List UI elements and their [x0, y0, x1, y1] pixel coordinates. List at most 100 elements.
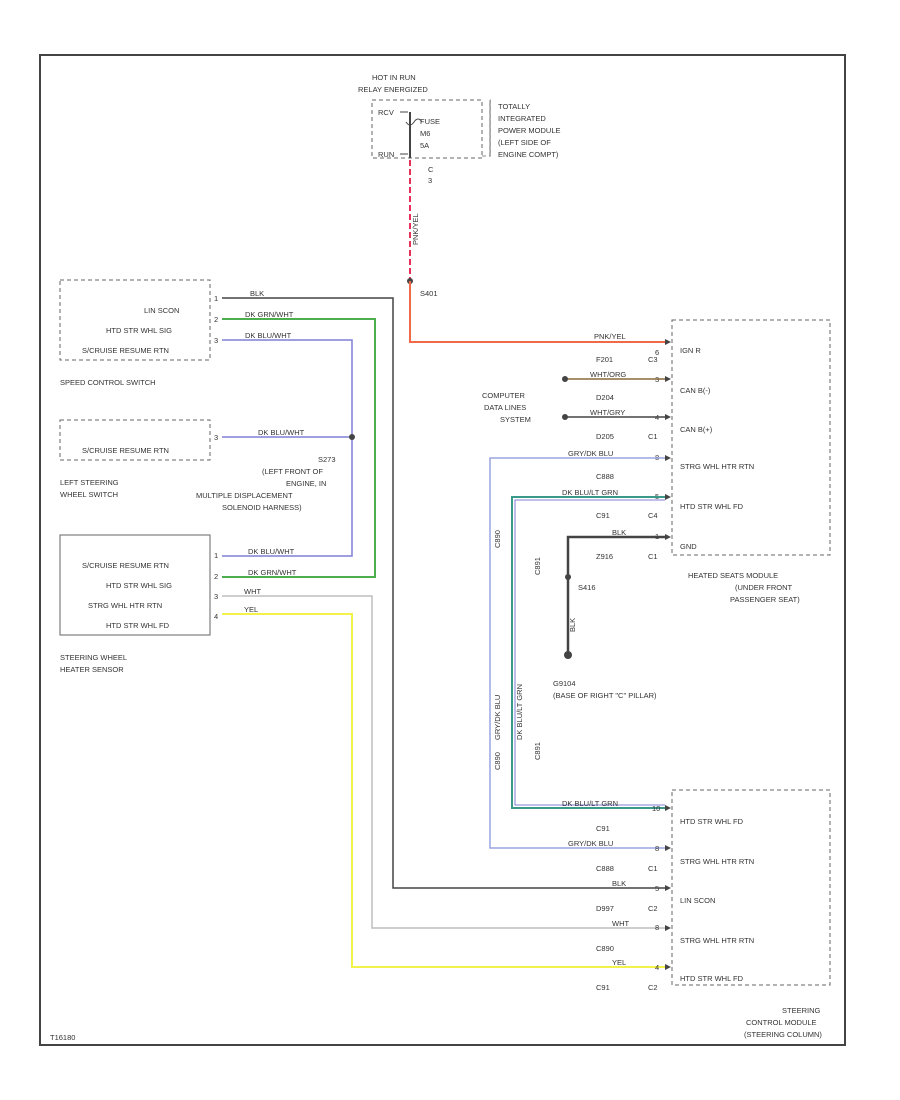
- s416-label: S416: [578, 583, 596, 592]
- conn-c2a: C2: [648, 904, 658, 913]
- module-line-5: ENGINE COMPT): [498, 150, 559, 159]
- splice-s416: [565, 574, 571, 580]
- pin-arrows: [665, 339, 671, 970]
- relay-pin-num: 3: [428, 176, 432, 185]
- swh-row-2: HTD STR WHL SIG: [106, 581, 172, 590]
- swh-pin-2: 2: [214, 572, 218, 581]
- speed-control-switch-box: [59, 279, 211, 361]
- htr-return-loop-wire: [489, 457, 665, 849]
- conn-c890-v: C890: [493, 530, 502, 548]
- ground-g9104: [564, 651, 572, 659]
- fuse-label-1: FUSE: [420, 117, 440, 126]
- conn-c888: C888: [596, 472, 614, 481]
- swh-pin-4: 4: [214, 612, 218, 621]
- s273-line-1: S273: [318, 455, 336, 464]
- diagram-frame: [39, 54, 846, 1046]
- scm-pin-3: 5: [655, 884, 659, 893]
- blk2-label: BLK: [612, 528, 626, 537]
- hsm-name-3: PASSENGER SEAT): [730, 595, 800, 604]
- conn-f201: F201: [596, 355, 613, 364]
- grn-blu2-label: GRY/DK BLU: [568, 839, 613, 848]
- swh-name-1: STEERING WHEEL: [60, 653, 127, 662]
- relay-title-1: HOT IN RUN: [372, 73, 416, 82]
- steering-control-module-box: [671, 789, 831, 986]
- ground-wire: [566, 535, 665, 655]
- hsm-row-2: CAN B(-): [680, 386, 711, 395]
- fuse-wave: [405, 118, 423, 126]
- lsws-pin-3: 3: [214, 433, 218, 442]
- scm-name-1: STEERING: [782, 1006, 821, 1015]
- can-plus-dot: [562, 414, 568, 420]
- conn-d997: D997: [596, 904, 614, 913]
- scm-pin-5: 4: [655, 963, 659, 972]
- ign-feed-wire: [409, 281, 665, 343]
- scm-pin-4: 8: [655, 923, 659, 932]
- fuse-label-2: M6: [420, 129, 430, 138]
- conn-c91b: C91: [596, 824, 610, 833]
- conn-c91: C91: [596, 511, 610, 520]
- conn-d204: D204: [596, 393, 614, 402]
- lsws-wire-label: DK BLU/WHT: [258, 428, 305, 437]
- conn-c891-v: C891: [533, 557, 542, 575]
- hsm-row-1: IGN R: [680, 346, 701, 355]
- conn-c1a: C1: [648, 432, 658, 441]
- blk-wire-label: BLK: [250, 289, 264, 298]
- yel2-label: YEL: [612, 958, 626, 967]
- scm-pin-1: 10: [652, 804, 660, 813]
- scs-row-2: HTD STR WHL SIG: [106, 326, 172, 335]
- hsm-row-5: HTD STR WHL FD: [680, 502, 744, 511]
- conn-c1b: C1: [648, 552, 658, 561]
- hsm-row-3: CAN B(+): [680, 425, 713, 434]
- module-line-3: POWER MODULE: [498, 126, 561, 135]
- swh-blue-label: DK BLU/WHT: [248, 547, 295, 556]
- cdl-line-1: COMPUTER: [482, 391, 526, 400]
- wht2-label: WHT: [612, 919, 629, 928]
- relay-title-2: RELAY ENERGIZED: [358, 85, 428, 94]
- swh-row-4: HTD STR WHL FD: [106, 621, 170, 630]
- scs-row-3: S/CRUISE RESUME RTN: [82, 346, 169, 355]
- lsws-row-1: S/CRUISE RESUME RTN: [82, 446, 169, 455]
- swh-green-label: DK GRN/WHT: [248, 568, 297, 577]
- htr-feed-loop-wire: [511, 496, 665, 809]
- splice-s273: [349, 434, 355, 440]
- blk3-label: BLK: [612, 879, 626, 888]
- scs-pin-3: 3: [214, 336, 218, 345]
- hsm-row-6: GND: [680, 542, 697, 551]
- scm-pin-2: 8: [655, 844, 659, 853]
- s273-line-5: SOLENOID HARNESS): [222, 503, 302, 512]
- wht-wire-label: WHT: [244, 587, 261, 596]
- g9104-label: G9104: [553, 679, 576, 688]
- left-steering-switch-box: [59, 419, 211, 461]
- fuse-label-3: 5A: [420, 141, 429, 150]
- green-wire-label: DK GRN/WHT: [245, 310, 294, 319]
- blue-return-wire: [222, 339, 353, 557]
- conn-c1c: C1: [648, 864, 658, 873]
- conn-d205: D205: [596, 432, 614, 441]
- relay-pin-label: RCV: [378, 108, 394, 117]
- conn-c890-v2: C890: [493, 752, 502, 770]
- swh-row-3: STRG WHL HTR RTN: [88, 601, 162, 610]
- swh-pin-1: 1: [214, 551, 218, 560]
- conn-c891-v2: C891: [533, 742, 542, 760]
- grn-blu-label: GRY/DK BLU: [568, 449, 613, 458]
- s401-label: S401: [420, 289, 438, 298]
- can-plus-label: WHT/GRY: [590, 408, 625, 417]
- riser-wire-label: PNK/YEL: [411, 213, 420, 245]
- yel-wire-label: YEL: [244, 605, 258, 614]
- cdl-line-2: DATA LINES: [484, 403, 526, 412]
- lb-grn-label: DK BLU/LT GRN: [562, 488, 618, 497]
- swh-row-1: S/CRUISE RESUME RTN: [82, 561, 169, 570]
- ign-wire-label: PNK/YEL: [594, 332, 626, 341]
- scs-row-1: LIN SCON: [144, 306, 179, 315]
- hsm-pin-1: 6: [655, 348, 659, 357]
- s273-line-4: MULTIPLE DISPLACEMENT: [196, 491, 293, 500]
- conn-z916: Z916: [596, 552, 613, 561]
- lin-scon-wire: [222, 297, 665, 889]
- module-line-2: INTEGRATED: [498, 114, 546, 123]
- lb-grn2-label: DK BLU/LT GRN: [562, 799, 618, 808]
- conn-c4: C4: [648, 511, 658, 520]
- scm-row-5: HTD STR WHL FD: [680, 974, 744, 983]
- green-signal-wire: [222, 318, 376, 578]
- conn-c3: C3: [648, 355, 658, 364]
